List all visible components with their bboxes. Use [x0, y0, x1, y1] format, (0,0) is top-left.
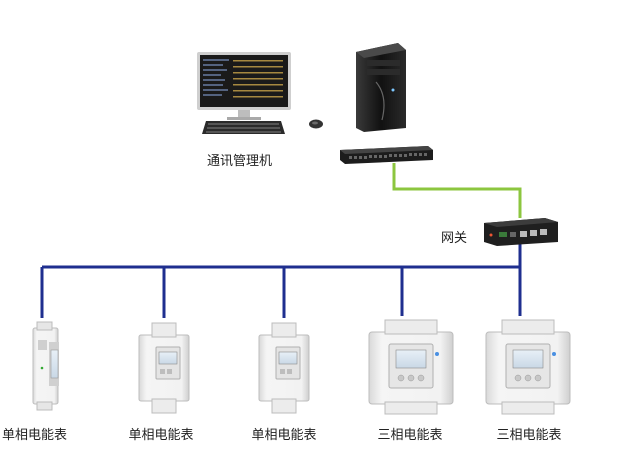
single-phase-din-meter-icon	[32, 321, 59, 411]
ethernet-connection	[392, 163, 522, 218]
single-phase-meter-icon	[138, 322, 190, 414]
meter-label-2: 单相电能表	[128, 428, 194, 443]
tower-server-icon	[356, 43, 406, 132]
network-switch-icon	[340, 146, 433, 164]
gateway-device-icon	[484, 218, 558, 246]
desktop-computer-icon	[197, 52, 323, 134]
gateway-label: 网关	[441, 231, 468, 246]
three-phase-meter-icon	[485, 319, 571, 415]
single-phase-meter-icon	[258, 322, 310, 414]
rs485-bus	[40, 243, 522, 318]
meter-label-4: 三相电能表	[377, 428, 443, 443]
meter-label-1: 单相电能表	[2, 428, 68, 443]
meter-label-3: 单相电能表	[251, 428, 317, 443]
workstation-label: 通讯管理机	[207, 154, 273, 169]
meter-label-5: 三相电能表	[496, 428, 562, 443]
three-phase-meter-icon	[368, 319, 454, 415]
